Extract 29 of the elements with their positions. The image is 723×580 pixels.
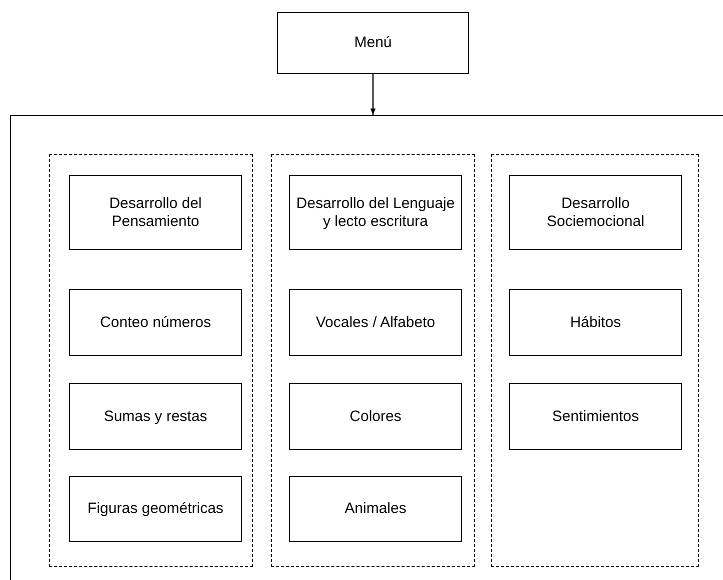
node-label: Menú — [353, 34, 393, 52]
option-box — [289, 289, 462, 356]
node-label: Hábitos — [569, 314, 622, 332]
option-box — [289, 175, 462, 250]
dashed-group-box — [491, 154, 699, 567]
option-box — [289, 476, 462, 542]
node-label: Sentimientos — [551, 408, 640, 426]
arrow — [370, 74, 376, 115]
option-box — [509, 383, 682, 450]
option-box — [69, 476, 242, 542]
node-label: Desarrollo del Pensamiento — [108, 194, 203, 230]
node-label: Animales — [344, 500, 408, 518]
node-label: Desarrollo del Lenguaje y lecto escritura — [295, 194, 456, 230]
option-box — [289, 383, 462, 450]
dashed-group-box — [271, 154, 475, 567]
node-label: Colores — [348, 408, 402, 426]
node-label: Conteo números — [99, 314, 212, 332]
node-label: Desarrollo Sociemocional — [546, 194, 646, 230]
node-label: Figuras geométricas — [86, 500, 224, 518]
node-label: Vocales / Alfabeto — [314, 314, 436, 332]
menu-box — [277, 12, 469, 74]
option-box — [69, 383, 242, 450]
container-frame — [10, 115, 723, 580]
dashed-group-box — [49, 154, 253, 567]
option-box — [69, 289, 242, 356]
option-box — [509, 289, 682, 356]
option-box — [69, 175, 242, 250]
option-box — [509, 175, 682, 250]
node-label: Sumas y restas — [102, 408, 208, 426]
